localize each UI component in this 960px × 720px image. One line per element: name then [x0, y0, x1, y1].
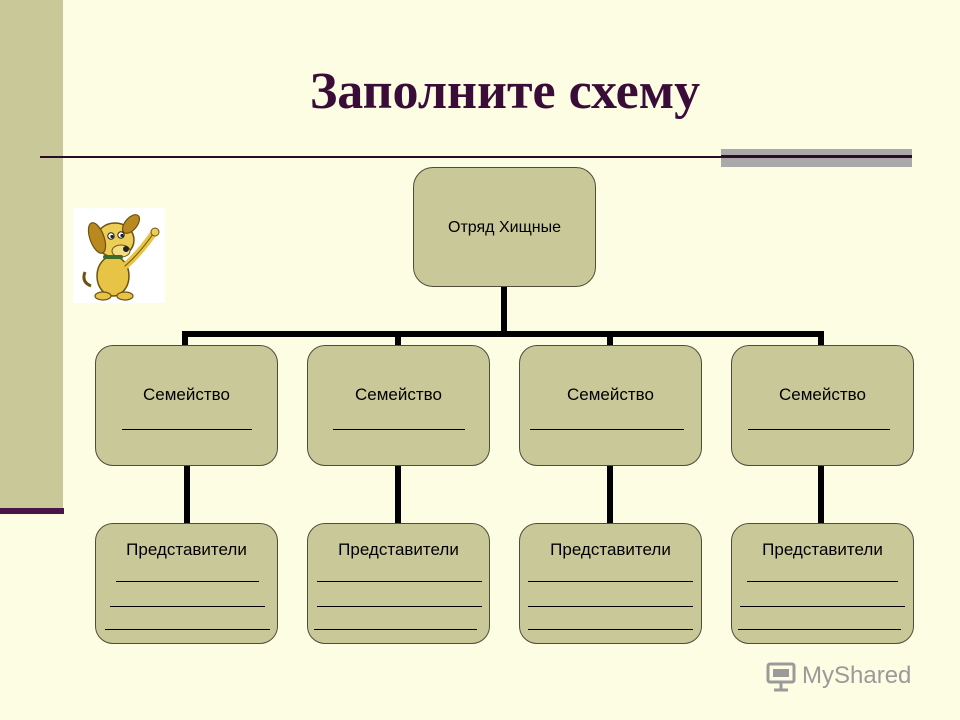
answer-blank — [110, 606, 265, 607]
answer-blank — [528, 581, 693, 582]
answer-blank — [530, 429, 684, 430]
family-box-3: Семейство — [519, 345, 702, 466]
family-4-down-connector — [818, 465, 824, 525]
title-divider — [40, 156, 912, 158]
answer-blank — [317, 581, 482, 582]
representatives-box-2: Представители — [307, 523, 490, 644]
answer-blank — [528, 606, 693, 607]
family-box-4: Семейство — [731, 345, 914, 466]
family-3-down-connector — [607, 465, 613, 525]
answer-blank — [116, 581, 259, 582]
family-2-up-connector — [395, 331, 401, 346]
answer-blank — [317, 606, 482, 607]
family-4-up-connector — [818, 331, 824, 346]
answer-blank — [528, 629, 693, 630]
answer-blank — [747, 581, 898, 582]
family-1-down-connector — [184, 465, 190, 525]
representatives-label: Представители — [338, 540, 459, 559]
family-label: Семейство — [355, 385, 442, 404]
answer-blank — [738, 629, 901, 630]
family-label: Семейство — [143, 385, 230, 404]
root-box: Отряд Хищные — [413, 167, 596, 287]
family-box-2: Семейство — [307, 345, 490, 466]
answer-blank — [314, 629, 477, 630]
dog-illustration — [73, 208, 165, 303]
presentation-board-icon — [766, 662, 796, 692]
sidebar-marker — [0, 508, 64, 514]
family-1-up-connector — [182, 331, 188, 346]
answer-blank — [122, 429, 252, 430]
horizontal-connector — [182, 331, 824, 337]
answer-blank — [105, 629, 270, 630]
family-label: Семейство — [567, 385, 654, 404]
representatives-box-3: Представители — [519, 523, 702, 644]
representatives-label: Представители — [126, 540, 247, 559]
answer-blank — [333, 429, 465, 430]
answer-blank — [748, 429, 890, 430]
root-label: Отряд Хищные — [448, 219, 561, 236]
family-3-up-connector — [607, 331, 613, 346]
family-box-1: Семейство — [95, 345, 278, 466]
dog-pointing-icon — [82, 214, 160, 301]
sidebar-bar — [0, 0, 63, 510]
family-label: Семейство — [779, 385, 866, 404]
watermark-text: MyShared — [802, 662, 912, 689]
representatives-label: Представители — [550, 540, 671, 559]
family-2-down-connector — [395, 465, 401, 525]
title-divider-accent — [721, 149, 912, 167]
answer-blank — [740, 606, 905, 607]
watermark: MyShared — [766, 656, 911, 696]
root-connector — [501, 287, 507, 335]
representatives-box-4: Представители — [731, 523, 914, 644]
representatives-box-1: Представители — [95, 523, 278, 644]
representatives-label: Представители — [762, 540, 883, 559]
slide-title: Заполните схему — [309, 63, 701, 120]
title-divider-accent-line — [721, 155, 912, 158]
